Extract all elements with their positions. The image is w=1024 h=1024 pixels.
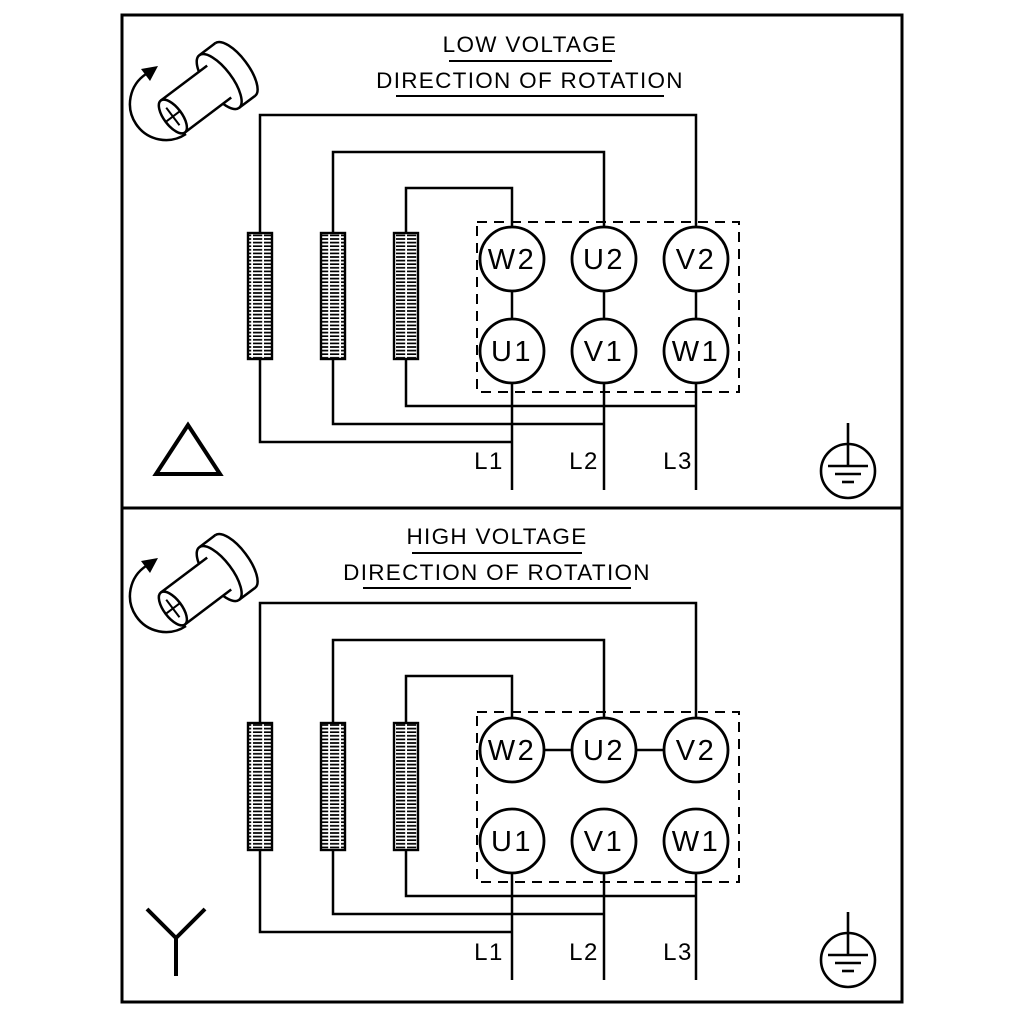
terminal-u2-circle xyxy=(570,716,638,784)
shaft-rotation-icon xyxy=(128,40,259,142)
panel-title: HIGH VOLTAGE xyxy=(406,524,587,549)
terminal-circles xyxy=(478,225,730,385)
winding-coil-2 xyxy=(319,231,347,361)
winding-coil-1 xyxy=(246,231,274,361)
rotation-arrow-arc xyxy=(128,564,187,634)
delta-bridge-links xyxy=(510,291,698,319)
panel-title: LOW VOLTAGE xyxy=(443,32,618,57)
terminal-label-u2: U2 xyxy=(583,735,625,767)
winding-connection-wires xyxy=(258,601,698,980)
terminal-board-outline xyxy=(476,221,740,393)
winding-coil-2 xyxy=(319,721,347,852)
terminal-label-u2: U2 xyxy=(583,244,625,276)
terminal-v1-circle xyxy=(570,807,638,875)
line-label-l2: L2 xyxy=(569,939,599,966)
terminal-w2-circle xyxy=(478,225,546,293)
line-label-l3: L3 xyxy=(663,939,693,966)
earth-ground-icon xyxy=(819,912,877,989)
terminal-label-v2: V2 xyxy=(676,244,716,276)
line-label-l2: L2 xyxy=(569,448,599,475)
terminal-u1-circle xyxy=(478,317,546,385)
terminal-u2-circle xyxy=(570,225,638,293)
rotation-arrowhead xyxy=(141,558,158,573)
line-label-l3: L3 xyxy=(663,448,693,475)
terminal-label-w2: W2 xyxy=(488,735,537,767)
low-voltage-panel: LOW VOLTAGE DIRECTION OF ROTATION xyxy=(128,32,877,500)
terminal-w2-circle xyxy=(478,716,546,784)
terminal-u1-circle xyxy=(478,807,546,875)
terminal-label-v2: V2 xyxy=(676,735,716,767)
earth-ground-icon xyxy=(819,423,877,500)
line-label-l1: L1 xyxy=(474,939,504,966)
terminal-label-u1: U1 xyxy=(491,826,533,858)
line-label-l1: L1 xyxy=(474,448,504,475)
winding-coil-3 xyxy=(392,721,420,852)
shaft-rotation-icon xyxy=(128,532,259,634)
high-voltage-panel: HIGH VOLTAGE DIRECTION OF ROTATION xyxy=(128,524,877,989)
terminal-label-w1: W1 xyxy=(672,336,721,368)
terminal-w1-circle xyxy=(662,807,730,875)
winding-coil-1 xyxy=(246,721,274,852)
terminal-label-w1: W1 xyxy=(672,826,721,858)
rotation-arrowhead xyxy=(141,66,158,81)
terminal-label-v1: V1 xyxy=(584,336,624,368)
terminal-label-u1: U1 xyxy=(491,336,533,368)
star-connection-icon xyxy=(145,907,207,976)
panel-subtitle: DIRECTION OF ROTATION xyxy=(376,68,684,93)
terminal-label-v1: V1 xyxy=(584,826,624,858)
rotation-arrow-arc xyxy=(128,72,187,142)
panel-subtitle: DIRECTION OF ROTATION xyxy=(343,560,651,585)
terminal-v2-circle xyxy=(662,225,730,293)
terminal-v2-circle xyxy=(662,716,730,784)
winding-connection-wires xyxy=(258,113,698,490)
terminal-board-outline xyxy=(476,711,740,883)
winding-coil-3 xyxy=(392,231,420,361)
terminal-label-w2: W2 xyxy=(488,244,537,276)
terminal-w1-circle xyxy=(662,317,730,385)
delta-connection-icon xyxy=(152,421,224,476)
terminal-circles xyxy=(478,716,730,875)
terminal-v1-circle xyxy=(570,317,638,385)
